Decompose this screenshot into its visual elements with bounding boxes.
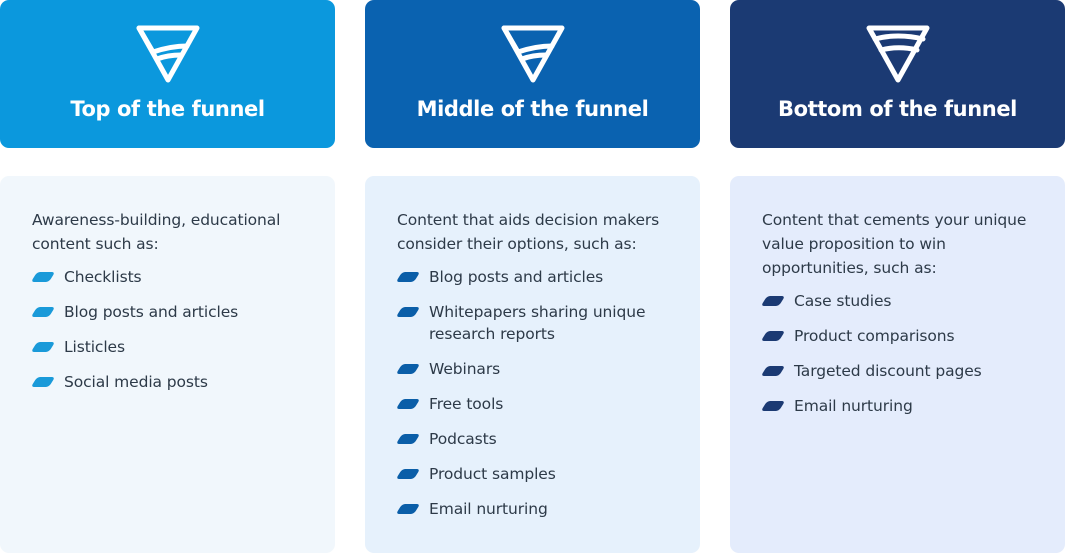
column-title: Top of the funnel [70,97,265,121]
column-header: Middle of the funnel [365,0,700,148]
list-item: Checklists [30,266,305,288]
list-item: Product comparisons [760,325,1035,347]
funnel-icon [501,25,565,83]
funnel-icon [136,25,200,83]
list-item: Podcasts [395,428,670,450]
content-card: Content that aids decision makers consid… [365,176,700,553]
list-item: Targeted discount pages [760,360,1035,382]
content-list: Checklists Blog posts and articles Listi… [30,266,305,393]
list-item-label: Free tools [429,395,504,413]
content-card: Awareness-building, educational content … [0,176,335,553]
bullet-icon [395,434,421,444]
list-item-label: Checklists [64,268,142,286]
list-item-label: Listicles [64,338,125,356]
bullet-icon [30,307,56,317]
list-item: Webinars [395,358,670,380]
list-item: Email nurturing [760,395,1035,417]
list-item: Product samples [395,463,670,485]
list-item-label: Blog posts and articles [429,268,604,286]
content-list: Blog posts and articles Whitepapers shar… [395,266,670,520]
funnel-column-bottom: Bottom of the funnel Content that cement… [730,0,1065,553]
bullet-icon [395,469,421,479]
bullet-icon [30,377,56,387]
list-item-label: Webinars [429,360,501,378]
list-item-label: Product samples [429,465,556,483]
bullet-icon [30,272,56,282]
list-item-label: Email nurturing [794,397,913,415]
column-header: Bottom of the funnel [730,0,1065,148]
list-item-label: Product comparisons [794,327,955,345]
card-intro: Awareness-building, educational content … [32,211,281,253]
list-item-label: Email nurturing [429,500,548,518]
bullet-icon [30,342,56,352]
list-item: Free tools [395,393,670,415]
list-item-label: Targeted discount pages [794,362,982,380]
column-title: Bottom of the funnel [778,97,1017,121]
list-item: Blog posts and articles [395,266,670,288]
list-item: Listicles [30,336,305,358]
content-list: Case studies Product comparisons Targete… [760,290,1035,417]
funnel-column-top: Top of the funnel Awareness-building, ed… [0,0,335,553]
bullet-icon [760,366,786,376]
list-item-label: Blog posts and articles [64,303,239,321]
list-item-label: Case studies [794,292,892,310]
bullet-icon [760,401,786,411]
content-card: Content that cements your unique value p… [730,176,1065,553]
list-item: Email nurturing [395,498,670,520]
list-item-label: Whitepapers sharing unique research repo… [429,303,646,343]
list-item: Whitepapers sharing unique research repo… [395,301,670,345]
bullet-icon [395,307,421,317]
bullet-icon [395,399,421,409]
funnel-column-middle: Middle of the funnel Content that aids d… [365,0,700,553]
bullet-icon [760,331,786,341]
list-item: Social media posts [30,371,305,393]
bullet-icon [395,364,421,374]
bullet-icon [395,504,421,514]
card-intro: Content that aids decision makers consid… [397,211,660,253]
funnel-icon [866,25,930,83]
column-title: Middle of the funnel [416,97,649,121]
column-header: Top of the funnel [0,0,335,148]
list-item: Case studies [760,290,1035,312]
list-item-label: Social media posts [64,373,208,391]
list-item: Blog posts and articles [30,301,305,323]
list-item-label: Podcasts [429,430,497,448]
card-intro: Content that cements your unique value p… [762,211,1027,277]
bullet-icon [760,296,786,306]
bullet-icon [395,272,421,282]
